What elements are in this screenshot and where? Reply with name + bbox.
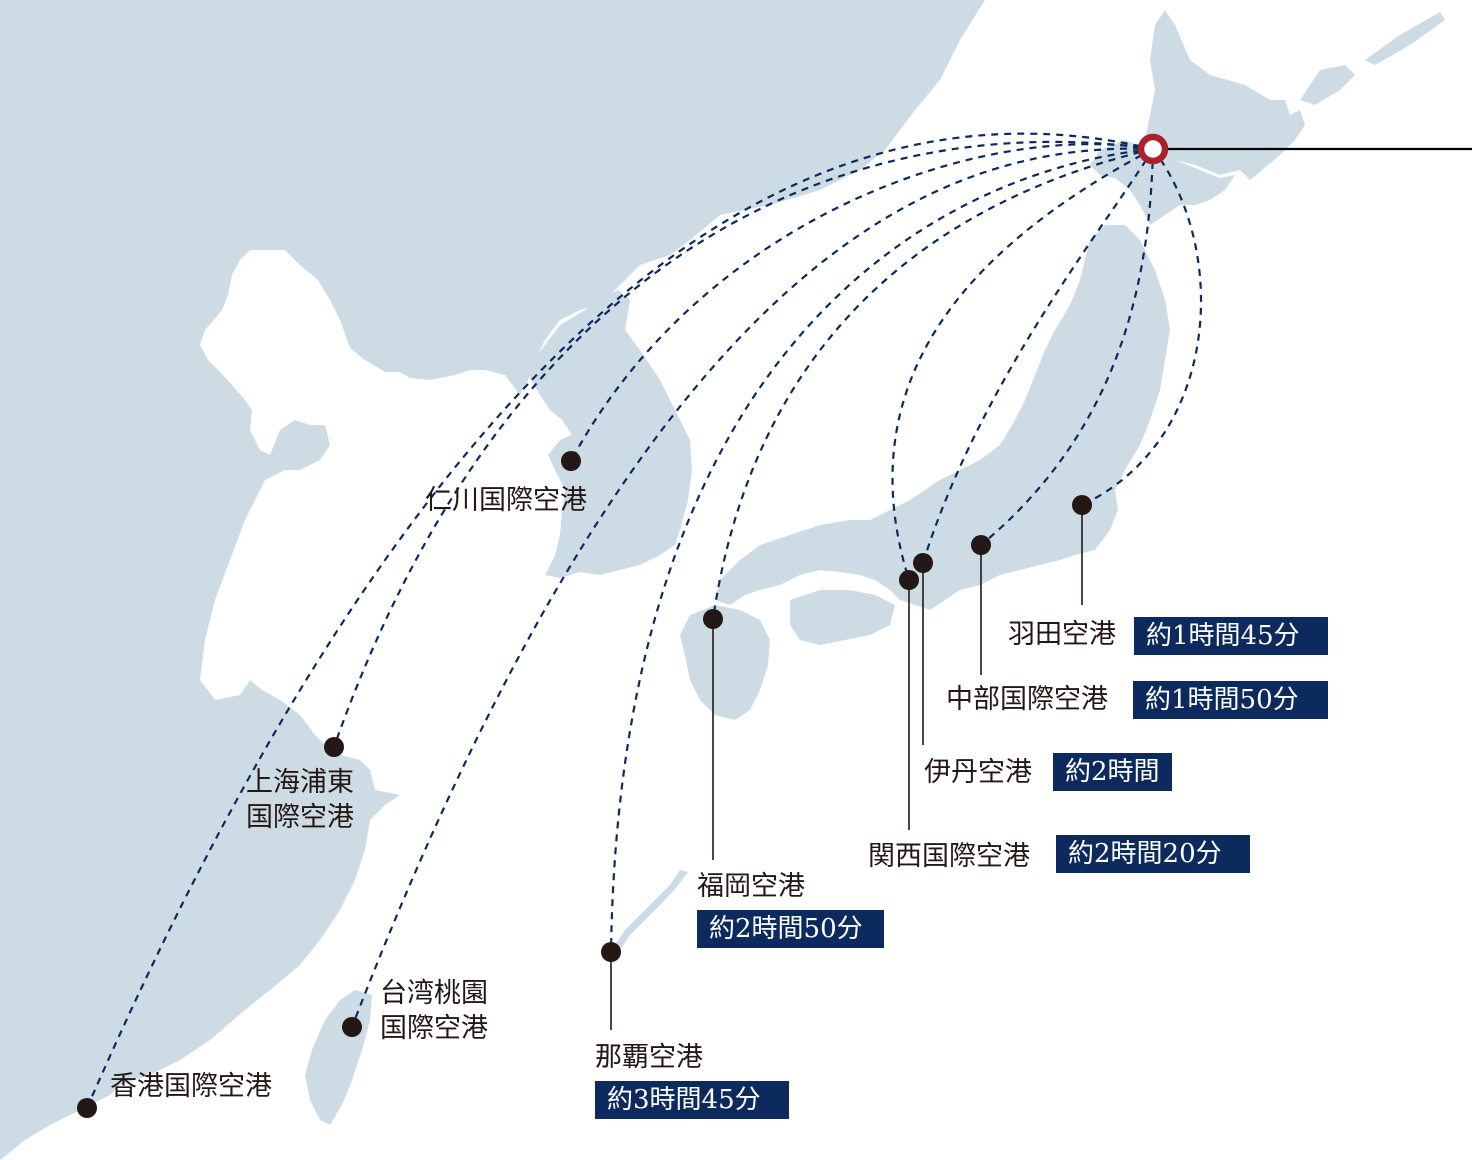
route-chubu <box>980 148 1155 546</box>
label-hongkong: 香港国際空港 <box>110 1071 272 1102</box>
badge-naha-time: 約3時間45分 <box>595 1081 789 1119</box>
dot-haneda[interactable] <box>1072 495 1092 515</box>
badge-kansai-time: 約2時間20分 <box>1056 835 1250 873</box>
dot-itami[interactable] <box>913 553 933 573</box>
label-kansai: 関西国際空港 <box>868 841 1030 872</box>
label-taoyuan-line1: 台湾桃園 <box>380 978 488 1009</box>
leader-lines <box>610 505 1083 1030</box>
flight-routes <box>85 132 1203 1109</box>
label-fukuoka: 福岡空港 <box>697 871 805 902</box>
route-fukuoka <box>711 147 1154 620</box>
label-naha: 那覇空港 <box>595 1042 703 1073</box>
land-kyushu <box>680 605 770 720</box>
dot-kansai[interactable] <box>899 570 919 590</box>
dot-shanghai[interactable] <box>324 737 344 757</box>
dot-naha[interactable] <box>601 942 621 962</box>
badge-chubu-time: 約1時間50分 <box>1133 681 1328 719</box>
route-kansai <box>891 148 1154 581</box>
route-haneda <box>1081 148 1203 506</box>
land-korea <box>525 290 692 578</box>
label-taoyuan-line2: 国際空港 <box>380 1013 488 1044</box>
land-ryukyu <box>615 870 688 950</box>
dot-taoyuan[interactable] <box>342 1017 362 1037</box>
land-south-china-coast <box>0 1075 130 1150</box>
route-shanghai <box>332 140 1154 748</box>
badge-itami-time: 約2時間 <box>1053 753 1172 791</box>
label-itami: 伊丹空港 <box>924 757 1032 788</box>
airport-dots <box>77 451 1092 1118</box>
label-shanghai-line1: 上海浦東 <box>246 767 354 798</box>
dot-chubu[interactable] <box>971 535 991 555</box>
route-hongkong <box>85 132 1154 1109</box>
land-honshu <box>715 225 1170 610</box>
land-kurils-2 <box>1365 12 1445 65</box>
label-haneda: 羽田空港 <box>1008 619 1116 650</box>
land-shikoku <box>790 590 895 645</box>
land-asia-mainland <box>0 0 985 1160</box>
dot-fukuoka[interactable] <box>703 609 723 629</box>
hub-marker-icon[interactable] <box>1137 133 1169 165</box>
dot-incheon[interactable] <box>561 451 581 471</box>
label-chubu: 中部国際空港 <box>946 684 1108 715</box>
land-hokkaido <box>1090 140 1235 225</box>
route-incheon <box>570 143 1154 462</box>
land-kurils <box>1300 65 1355 105</box>
land-taiwan <box>305 990 372 1125</box>
badge-haneda-time: 約1時間45分 <box>1134 617 1328 655</box>
badge-fukuoka-time: 約2時間50分 <box>697 910 884 948</box>
route-itami <box>921 148 1154 564</box>
label-shanghai-line2: 国際空港 <box>246 802 354 833</box>
route-naha <box>609 147 1154 953</box>
label-incheon: 仁川国際空港 <box>425 485 587 516</box>
route-taoyuan <box>350 147 1154 1028</box>
dot-hongkong[interactable] <box>77 1098 97 1118</box>
land-sakhalin <box>1145 10 1305 180</box>
